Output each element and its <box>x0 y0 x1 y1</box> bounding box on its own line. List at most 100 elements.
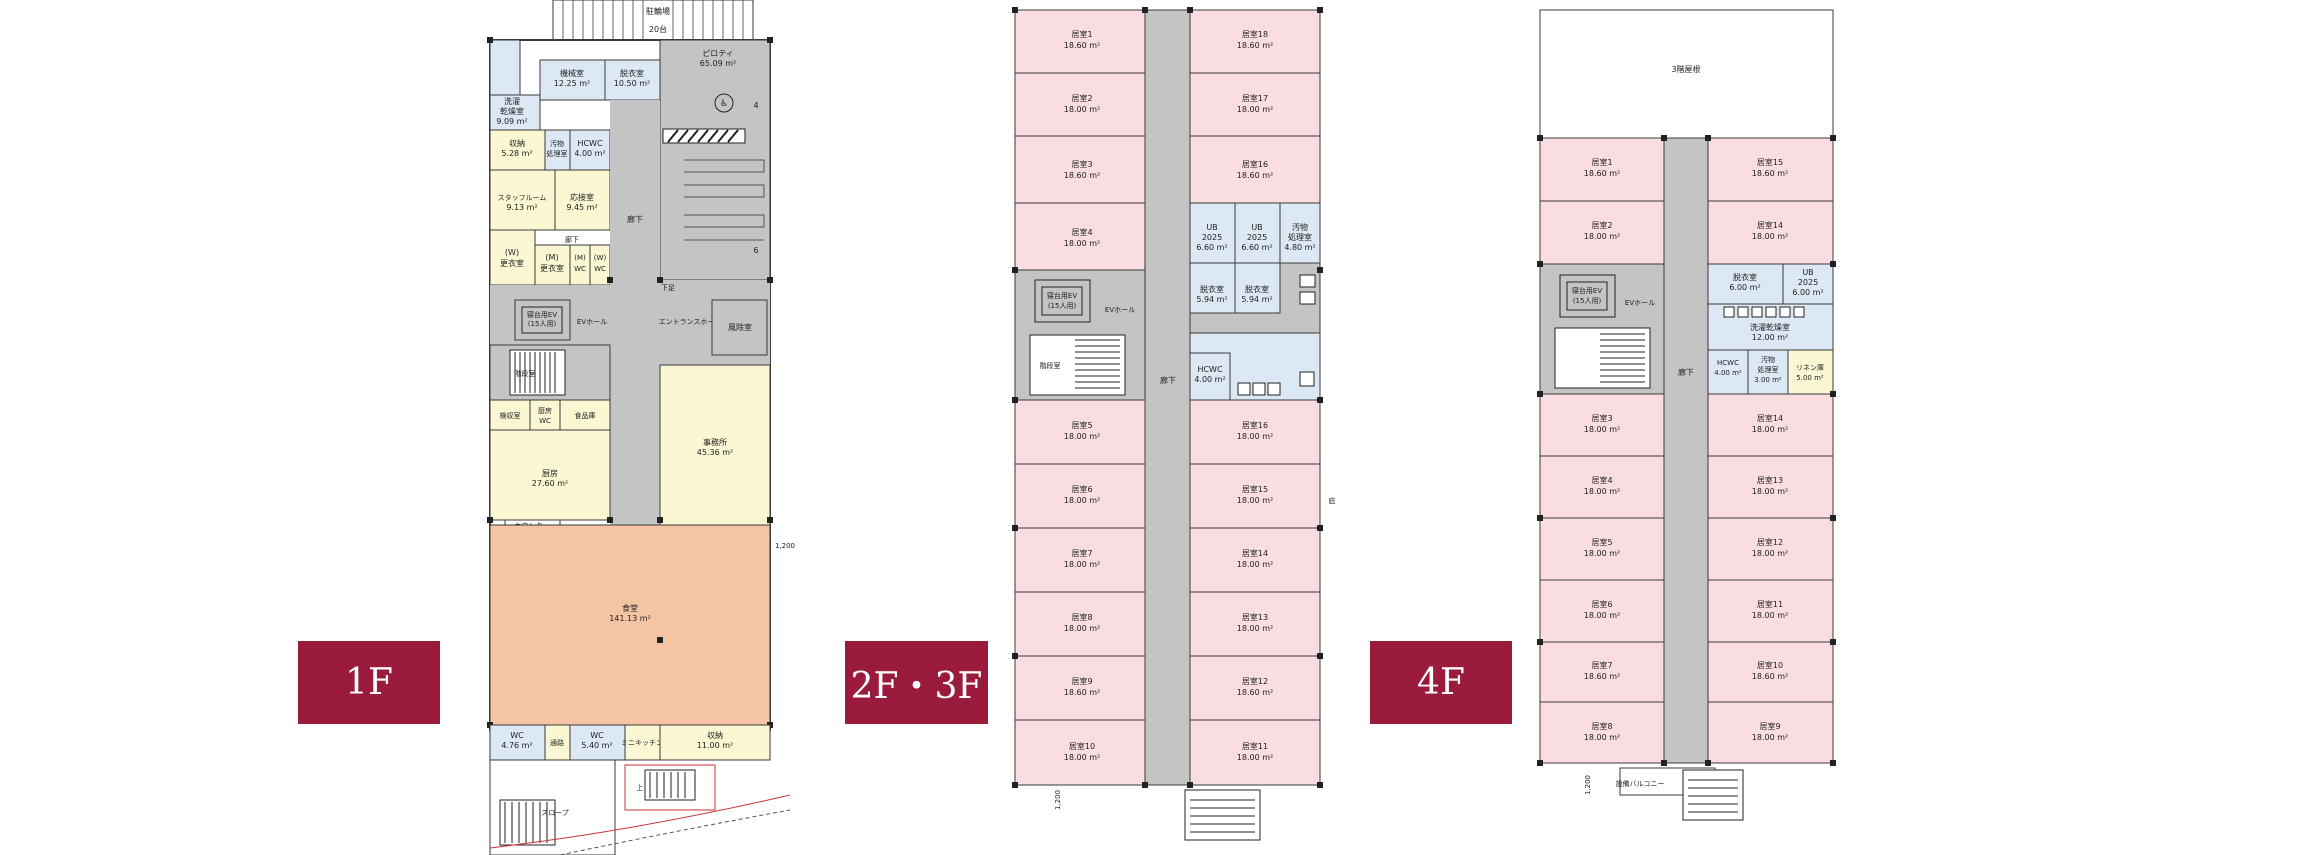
svg-text:11.00 m²: 11.00 m² <box>697 741 733 750</box>
svg-text:18.60 m²: 18.60 m² <box>1064 41 1100 50</box>
svg-text:18.00 m²: 18.00 m² <box>1064 432 1100 441</box>
svg-text:18.00 m²: 18.00 m² <box>1237 105 1273 114</box>
svg-text:18.60 m²: 18.60 m² <box>1064 171 1100 180</box>
svg-text:居室1: 居室1 <box>1591 157 1612 167</box>
svg-text:18.00 m²: 18.00 m² <box>1064 105 1100 114</box>
svg-text:廊下: 廊下 <box>565 235 579 244</box>
svg-text:12.25 m²: 12.25 m² <box>554 79 590 88</box>
svg-text:風除室: 風除室 <box>728 322 752 332</box>
svg-text:通路: 通路 <box>550 738 564 747</box>
svg-text:5.00 m²: 5.00 m² <box>1796 374 1824 382</box>
room-ub-4f <box>1782 263 1834 305</box>
svg-text:6: 6 <box>753 246 758 255</box>
svg-text:1,200: 1,200 <box>1054 790 1062 810</box>
rooms-2f-left-top: 居室1 18.60 m² 居室2 18.00 m² 居室3 18.60 m² 居… <box>1014 9 1146 271</box>
plan-2f-3f: 居室1 18.60 m² 居室2 18.00 m² 居室3 18.60 m² 居… <box>1012 7 1336 841</box>
svg-text:居室11: 居室11 <box>1242 741 1268 751</box>
svg-text:収納: 収納 <box>707 730 723 740</box>
svg-text:18.00 m²: 18.00 m² <box>1237 560 1273 569</box>
svg-text:4.00 m²: 4.00 m² <box>1714 369 1742 377</box>
svg-text:寝台用EV: 寝台用EV <box>527 310 557 319</box>
svg-text:4.00 m²: 4.00 m² <box>574 149 605 158</box>
svg-text:乾燥室: 乾燥室 <box>500 106 524 116</box>
svg-text:居室3: 居室3 <box>1591 413 1612 423</box>
svg-text:UB: UB <box>1802 268 1813 277</box>
svg-text:寝台用EV: 寝台用EV <box>1572 286 1602 295</box>
svg-text:脱衣室: 脱衣室 <box>1200 284 1224 294</box>
svg-text:居室10: 居室10 <box>1069 741 1095 751</box>
label-bike-count: 20台 <box>649 24 667 34</box>
svg-text:6.60 m²: 6.60 m² <box>1196 243 1227 252</box>
floor-label-1f: 1F <box>298 641 440 724</box>
svg-text:18.00 m²: 18.00 m² <box>1584 487 1620 496</box>
svg-text:居室14: 居室14 <box>1757 413 1783 423</box>
svg-text:検収室: 検収室 <box>500 411 521 420</box>
svg-text:18.60 m²: 18.60 m² <box>1584 672 1620 681</box>
svg-text:6.00 m²: 6.00 m² <box>1792 288 1823 297</box>
svg-text:居室16: 居室16 <box>1242 159 1268 169</box>
svg-text:18.00 m²: 18.00 m² <box>1237 432 1273 441</box>
svg-text:食品庫: 食品庫 <box>575 411 596 420</box>
svg-text:居室13: 居室13 <box>1757 475 1783 485</box>
svg-text:階段室: 階段室 <box>515 369 536 378</box>
svg-text:18.00 m²: 18.00 m² <box>1064 560 1100 569</box>
svg-text:更衣室: 更衣室 <box>500 258 524 268</box>
svg-text:4.76 m²: 4.76 m² <box>501 741 532 750</box>
room-laundry-1f <box>489 94 541 131</box>
svg-text:18.00 m²: 18.00 m² <box>1237 624 1273 633</box>
room-hcwc-2f <box>1189 352 1231 401</box>
svg-text:WC: WC <box>539 417 551 425</box>
svg-text:10.50 m²: 10.50 m² <box>614 79 650 88</box>
svg-text:18.00 m²: 18.00 m² <box>1584 733 1620 742</box>
room-waste-4f <box>1747 349 1789 395</box>
svg-text:居室12: 居室12 <box>1242 676 1268 686</box>
svg-text:(M): (M) <box>545 253 558 262</box>
room-linen-4f <box>1787 349 1834 395</box>
floor-label-4f: 4F <box>1370 641 1512 724</box>
room-windbreak <box>711 299 768 356</box>
svg-text:居室15: 居室15 <box>1757 157 1783 167</box>
bike-parking <box>552 0 754 41</box>
svg-text:リネン庫: リネン庫 <box>1796 363 1824 372</box>
svg-text:(W): (W) <box>594 254 607 262</box>
svg-text:居室12: 居室12 <box>1757 537 1783 547</box>
svg-text:汚物: 汚物 <box>1761 355 1775 364</box>
svg-text:脱衣室: 脱衣室 <box>1733 272 1757 282</box>
svg-text:階段室: 階段室 <box>1040 361 1061 370</box>
corridor-2f <box>1144 9 1191 786</box>
svg-text:18.00 m²: 18.00 m² <box>1064 239 1100 248</box>
svg-text:(M): (M) <box>574 254 586 262</box>
svg-text:WC: WC <box>574 265 586 273</box>
svg-text:居室8: 居室8 <box>1591 721 1612 731</box>
room-storage-2 <box>659 724 771 761</box>
svg-text:1,200: 1,200 <box>1584 775 1592 795</box>
svg-text:6.60 m²: 6.60 m² <box>1241 243 1272 252</box>
room-waste-2f <box>1279 202 1321 264</box>
svg-text:事務所: 事務所 <box>703 437 727 447</box>
svg-text:WC: WC <box>590 731 604 740</box>
svg-text:厨房: 厨房 <box>538 406 552 415</box>
svg-text:更衣室: 更衣室 <box>540 263 564 273</box>
svg-text:EVホール: EVホール <box>1105 306 1135 314</box>
svg-text:18.60 m²: 18.60 m² <box>1584 169 1620 178</box>
svg-text:居室7: 居室7 <box>1591 660 1612 670</box>
room-dining <box>489 524 771 726</box>
svg-text:汚物: 汚物 <box>1292 222 1308 232</box>
svg-text:18.60 m²: 18.60 m² <box>1752 169 1788 178</box>
svg-text:ミニキッチン: ミニキッチン <box>621 739 663 747</box>
svg-text:18.00 m²: 18.00 m² <box>1752 487 1788 496</box>
svg-text:18.60 m²: 18.60 m² <box>1237 171 1273 180</box>
svg-text:9.13 m²: 9.13 m² <box>506 203 537 212</box>
svg-text:2025: 2025 <box>1202 233 1222 242</box>
svg-text:18.00 m²: 18.00 m² <box>1584 425 1620 434</box>
svg-text:UB: UB <box>1251 223 1262 232</box>
corridor-4f <box>1663 137 1709 764</box>
svg-text:食堂: 食堂 <box>622 603 638 613</box>
svg-text:WC: WC <box>510 731 524 740</box>
room-changing-4f <box>1707 263 1784 305</box>
svg-text:スロープ: スロープ <box>541 809 569 817</box>
svg-text:HCWC: HCWC <box>577 139 603 148</box>
room-ub-2 <box>1234 202 1281 264</box>
svg-text:居室6: 居室6 <box>1591 599 1612 609</box>
svg-text:居室1: 居室1 <box>1071 29 1092 39</box>
